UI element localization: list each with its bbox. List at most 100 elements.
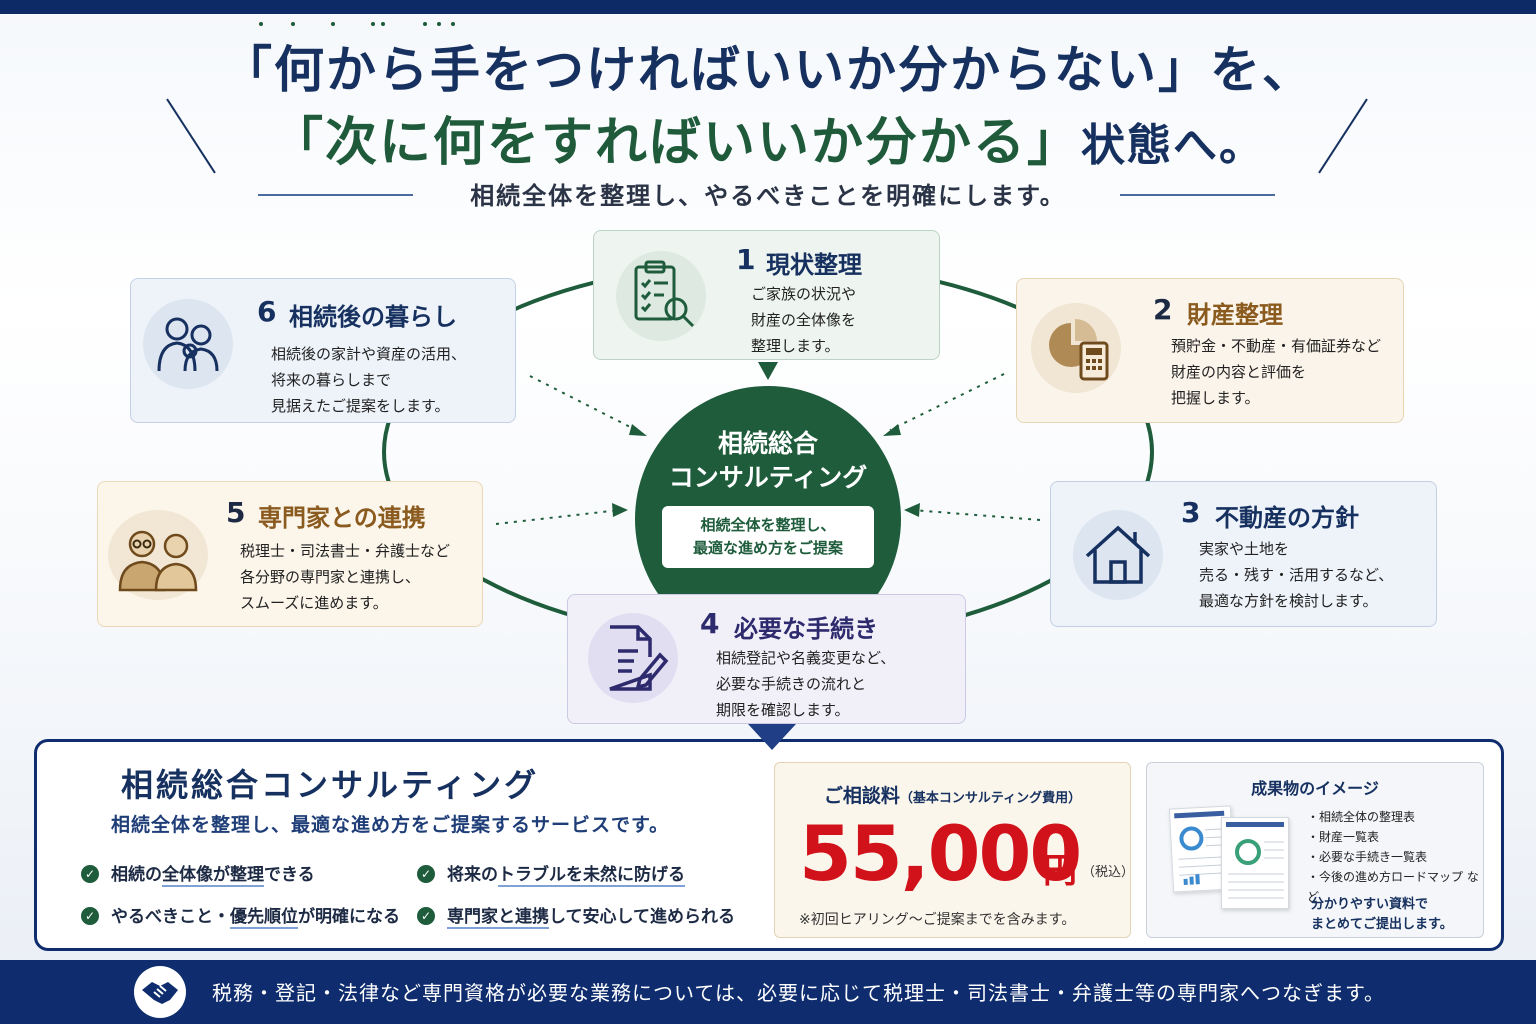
headline-line2: 「次に何をすればいいか分かる」状態へ。 (0, 100, 1536, 175)
service-title: 相続総合コンサルティング (121, 766, 540, 804)
step-desc: 実家や土地を 売る・残す・活用するなど、 最適な方針を検討します。 (1199, 536, 1393, 614)
center-box-line2: 最適な進め方をご提案 (692, 539, 843, 557)
check-emphasis: 専門家と連携 (447, 907, 549, 929)
step-title: 必要な手続き (734, 615, 878, 643)
deliverables-note: 分かりやすい資料で まとめてご提出します。 (1311, 895, 1453, 935)
desc-line: 整理します。 (751, 337, 840, 355)
desc-line: 財産の全体像を (751, 311, 857, 329)
step-card-1: 1 現状整理 ご家族の状況や 財産の全体像を 整理します。 (593, 230, 940, 360)
step-number: 2 (1153, 293, 1173, 326)
deliverable-item: ・財産一覧表 (1307, 830, 1380, 844)
step-title: 財産整理 (1187, 301, 1283, 329)
desc-line: ご家族の状況や (751, 285, 857, 303)
desc-line: 実家や土地を (1199, 540, 1290, 558)
step-number: 4 (700, 607, 720, 640)
document-thumbnail (1168, 805, 1236, 893)
pointer-arrow (748, 724, 796, 750)
fee-note: ※初回ヒアリング〜ご提案までを含みます。 (799, 912, 1076, 928)
deliverables-title: 成果物のイメージ (1251, 779, 1379, 798)
deliverable-item: ・相続全体の整理表 (1307, 810, 1416, 824)
step-title: 不動産の方針 (1215, 504, 1359, 532)
note-line: まとめてご提出します。 (1311, 917, 1453, 932)
step-desc: 相続登記や名義変更など、 必要な手続きの流れと 期限を確認します。 (716, 645, 895, 723)
step-number: 5 (226, 496, 246, 529)
headline-green: 「次に何をすればいいか分かる」 (270, 112, 1081, 173)
step-desc: 預貯金・不動産・有価証券など 財産の内容と評価を 把握します。 (1171, 333, 1381, 411)
fee-label-text: ご相談料 (823, 785, 900, 807)
step-card-4: 4 必要な手続き 相続登記や名義変更など、 必要な手続きの流れと 期限を確認しま… (567, 594, 966, 724)
check-icon: ✓ (81, 865, 99, 883)
step-desc: 相続後の家計や資産の活用、 将来の暮らしまで 見据えたご提案をします。 (271, 341, 466, 419)
desc-line: 各分野の専門家と連携し、 (240, 568, 421, 586)
step-card-5: 5 専門家との連携 税理士・司法書士・弁護士など 各分野の専門家と連携し、 スム… (97, 481, 483, 627)
desc-line: 把握します。 (1171, 389, 1260, 407)
check-text: やるべきこと・ (111, 907, 230, 927)
check-text: が明確になる (298, 907, 400, 927)
deliverable-item: ・今後の進め方ロードマップ など (1307, 870, 1479, 904)
top-accent-bar (0, 0, 1536, 14)
desc-line: スムーズに進めます。 (240, 594, 388, 612)
pie-calculator-icon (1031, 303, 1121, 393)
desc-line: 預貯金・不動産・有価証券など (1171, 337, 1382, 355)
subtitle: 相続全体を整理し、やるべきことを明確にします。 (470, 182, 1066, 210)
note-line: 分かりやすい資料で (1311, 897, 1429, 912)
fee-label-note: （基本コンサルティング費用） (899, 791, 1082, 806)
desc-line: 財産の内容と評価を (1171, 363, 1307, 381)
house-icon (1073, 510, 1163, 600)
center-box-line1: 相続全体を整理し、 (700, 516, 836, 534)
headline-line1: 「何から手をつければいいか分からない」を、 (222, 40, 1314, 99)
step-title: 相続後の暮らし (289, 303, 457, 331)
fee-label: ご相談料（基本コンサルティング費用） (775, 781, 1130, 808)
check-icon: ✓ (81, 907, 99, 925)
step-desc: ご家族の状況や 財産の全体像を 整理します。 (751, 281, 856, 359)
desc-line: 相続登記や名義変更など、 (716, 649, 896, 667)
center-title1: 相続総合 (717, 429, 818, 458)
step-desc: 税理士・司法書士・弁護士など 各分野の専門家と連携し、 スムーズに進めます。 (240, 538, 450, 616)
check-text: できる (264, 865, 315, 885)
headline-navy: 状態へ。 (1081, 120, 1265, 171)
check-item: ✓ 相続の全体像が整理できる (81, 860, 315, 887)
step-number: 3 (1181, 496, 1201, 529)
center-title2: コンサルティング (668, 463, 868, 492)
check-item: ✓ 将来のトラブルを未然に防げる (417, 860, 685, 887)
clipboard-search-icon (616, 251, 706, 341)
fee-tax: （税込） (1082, 865, 1135, 880)
step-number: 1 (736, 243, 756, 276)
desc-line: 将来の暮らしまで (271, 371, 392, 389)
desc-line: 税理士・司法書士・弁護士など (240, 542, 451, 560)
desc-line: 必要な手続きの流れと (716, 675, 867, 693)
check-text: 将来の (447, 865, 498, 885)
check-item: ✓ 専門家と連携して安心して進められる (417, 902, 735, 929)
desc-line: 見据えたご提案をします。 (271, 397, 450, 415)
check-emphasis: 全体像が整理 (162, 865, 264, 887)
experts-icon (108, 510, 208, 600)
deliverables-box: 成果物のイメージ ・相続全体の整理表 ・財産一覧表 ・必要な手続き一覧表 ・今後… (1146, 762, 1484, 938)
document-thumbnail (1221, 817, 1289, 909)
center-summary-box: 相続全体を整理し、 最適な進め方をご提案 (662, 506, 874, 568)
check-icon: ✓ (417, 865, 435, 883)
check-emphasis: 優先順位 (230, 907, 298, 929)
check-icon: ✓ (417, 907, 435, 925)
step-title: 現状整理 (766, 251, 862, 279)
handshake-icon (134, 966, 186, 1018)
footer-text: 税務・登記・法律など専門資格が必要な業務については、必要に応じて税理士・司法書士… (212, 981, 1385, 1005)
step-number: 6 (257, 295, 277, 328)
deliverable-item: ・必要な手続き一覧表 (1307, 850, 1428, 864)
desc-line: 相続後の家計や資産の活用、 (271, 345, 467, 363)
desc-line: 期限を確認します。 (716, 701, 850, 719)
desc-line: 売る・残す・活用するなど、 (1199, 566, 1394, 584)
check-text: 相続の (111, 865, 162, 885)
check-emphasis: トラブルを未然に防げる (498, 865, 685, 887)
fee-price: 55,000 (799, 809, 1082, 898)
step-title: 専門家との連携 (258, 504, 426, 532)
check-item: ✓ やるべきこと・優先順位が明確になる (81, 902, 400, 929)
step-card-6: 6 相続後の暮らし 相続後の家計や資産の活用、 将来の暮らしまで 見据えたご提案… (130, 278, 516, 423)
family-icon (143, 299, 233, 389)
emphasis-dots (255, 22, 475, 30)
check-text: して安心して進められる (549, 907, 735, 927)
step-card-3: 3 不動産の方針 実家や土地を 売る・残す・活用するなど、 最適な方針を検討しま… (1050, 481, 1437, 627)
deliverables-list: ・相続全体の整理表 ・財産一覧表 ・必要な手続き一覧表 ・今後の進め方ロードマッ… (1307, 807, 1483, 907)
step-card-2: 2 財産整理 預貯金・不動産・有価証券など 財産の内容と評価を 把握します。 (1016, 278, 1404, 423)
fee-box: ご相談料（基本コンサルティング費用） 55,000 円 （税込） ※初回ヒアリン… (774, 762, 1135, 938)
footer-bar: 税務・登記・法律など専門資格が必要な業務については、必要に応じて税理士・司法書士… (0, 960, 1536, 1024)
